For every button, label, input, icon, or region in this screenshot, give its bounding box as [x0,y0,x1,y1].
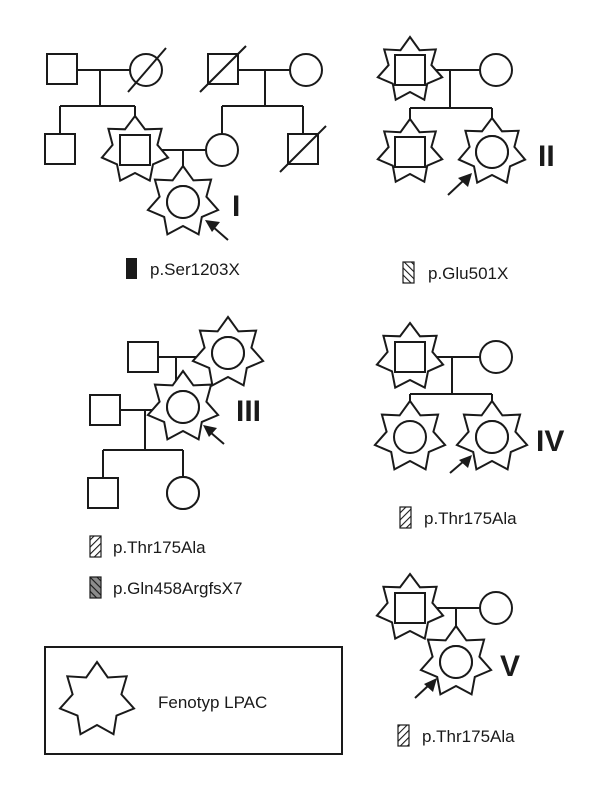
legend-label-thr175ala-v: p.Thr175Ala [422,727,515,746]
family-numeral-iii: III [236,395,261,428]
family-ii: II p.Glu501X [376,35,555,284]
individual-i-3-deceased [199,45,247,93]
individual-i-proband [146,164,220,236]
family-iv: IV p.Thr175Ala [373,321,564,529]
family-numeral-v: V [500,650,520,683]
proband-arrow-v [414,678,437,699]
family-numeral-iv: IV [536,425,564,458]
individual-i-4 [289,53,323,87]
individual-iii-2-affected [191,315,265,387]
individual-iii-4 [87,477,119,509]
legend-swatch-thr175ala-iv [399,506,412,529]
individual-ii-1-affected [376,35,444,102]
phenotype-star-icon [58,660,136,736]
individual-i-5 [44,133,76,165]
individual-i-2-deceased [127,47,167,93]
legend-swatch-thr175ala-v [397,724,410,747]
legend-label-thr175ala-iv: p.Thr175Ala [424,509,517,528]
individual-iii-3 [89,394,121,426]
legend-label-glu501x: p.Glu501X [428,264,508,283]
individual-iv-proband [455,399,529,471]
legend-swatch-thr175ala-iii [89,535,102,558]
legend-swatch-glu501x [402,261,415,284]
individual-i-1 [46,53,78,85]
family-v: V p.Thr175Ala [375,572,520,747]
individual-v-2 [479,591,513,625]
proband-arrow-i [205,220,229,241]
individual-v-1-affected [375,572,445,641]
proband-arrow-iv [449,455,472,474]
individual-iv-3-affected [373,399,447,471]
family-numeral-ii: II [538,140,555,173]
individual-i-8-deceased [279,125,327,173]
individual-i-7 [205,133,239,167]
individual-ii-proband [457,116,527,185]
proband-arrow-iii [203,425,225,445]
family-i: I p.Ser1203X [44,45,327,279]
individual-iii-5 [166,476,200,510]
legend-label-ser1203x: p.Ser1203X [150,260,240,279]
individual-i-6-affected [100,114,170,183]
individual-iv-1-affected [375,321,445,390]
individual-ii-2 [479,53,513,87]
individual-v-proband [419,624,493,696]
proband-arrow-ii [447,173,472,196]
individual-iii-proband [146,369,220,441]
individual-iii-1 [127,341,159,373]
phenotype-legend: Fenotyp LPAC [44,646,343,755]
legend-swatch-ser1203x [126,258,137,279]
legend-label-gln458: p.Gln458ArgfsX7 [113,579,242,598]
family-iii: III p.Thr175Ala p.Gln458ArgfsX7 [87,315,265,599]
phenotype-label: Fenotyp LPAC [158,693,267,712]
individual-ii-3-affected [376,117,444,184]
family-numeral-i: I [232,190,240,223]
individual-iv-2 [479,340,513,374]
legend-label-thr175ala-iii: p.Thr175Ala [113,538,206,557]
